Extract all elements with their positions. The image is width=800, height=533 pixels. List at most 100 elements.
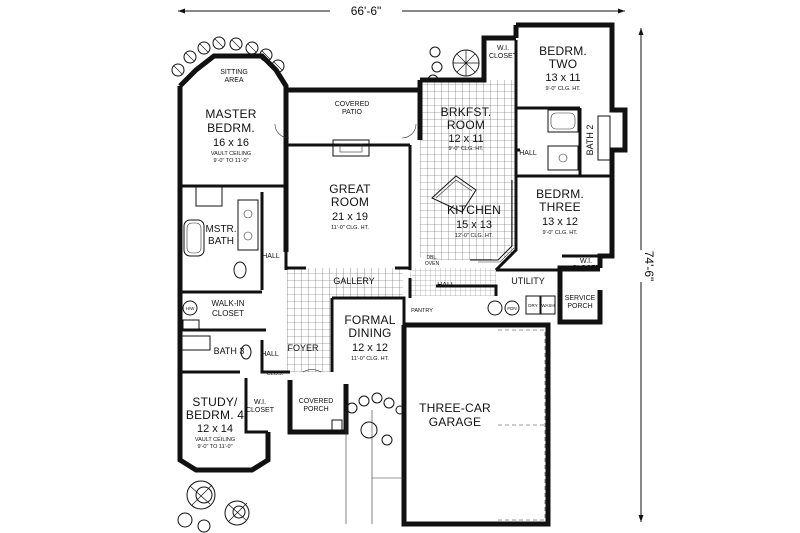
dbl-oven-label-2: OVEN — [425, 261, 440, 267]
room-foyer: FOYER — [287, 343, 319, 353]
service-porch-label-2: PORCH — [567, 303, 592, 310]
room-bath-2: BATH 2 — [585, 125, 595, 156]
room-pantry: PANTRY — [411, 308, 433, 314]
covered-patio-label-1: COVERED — [335, 101, 370, 108]
room-master-bedroom: MASTER BEDRM. 16 x 16 VAULT CEILING 9'-0… — [205, 107, 256, 164]
service-porch-label-1: SERVICE — [565, 295, 596, 302]
room-formal-dining: FORMAL DINING 12 x 12 11'-0" CLG. HT. — [344, 313, 395, 362]
room-sitting-area: SITTING AREA — [220, 69, 248, 84]
pantry-label: PANTRY — [411, 308, 433, 314]
wi-closet-top-label-2: CLOSET — [489, 53, 518, 60]
bedroom-three-note: 9'-0" CLG. HT. — [542, 230, 578, 236]
bedroom-three-dims: 13 x 12 — [542, 216, 578, 228]
porch-post-icon — [331, 419, 343, 431]
master-gn-icon — [182, 319, 200, 331]
gallery-label: GALLERY — [333, 276, 374, 286]
bath-3-label: BATH 3 — [214, 346, 245, 356]
bedroom-two-name-2: TWO — [549, 57, 578, 71]
depth-dimension: 74'-6" — [638, 28, 656, 522]
room-study: STUDY/ BEDRM. 4 12 x 14 VAULT CEILING 9'… — [186, 395, 244, 450]
room-gallery: GALLERY — [333, 276, 374, 286]
hw-icon — [487, 300, 503, 316]
study-note-2: 9'-0" TO 11'-0" — [197, 444, 232, 450]
room-hall-left: HALL — [262, 253, 280, 260]
bath3-toilet-icon — [240, 344, 252, 360]
room-covered-porch: COVERED PORCH — [299, 398, 334, 413]
room-utility: UTILITY — [511, 276, 545, 286]
bath2-vanity-icon — [547, 145, 579, 171]
walk-in-closet-label-1: WALK-IN — [211, 299, 244, 308]
study-name-1: STUDY/ — [192, 395, 238, 409]
great-room-note: 11'-0" CLG. HT. — [331, 225, 369, 231]
sitting-label-1: SITTING — [220, 69, 248, 76]
front-door-icon — [302, 369, 322, 373]
dryer-icon — [525, 295, 541, 315]
front-walk-icon — [345, 410, 373, 524]
room-wi-closet-right: W.I. CLOSET — [572, 258, 601, 272]
room-garage: THREE-CAR GARAGE — [419, 401, 491, 429]
room-laundry: DRY WASH — [528, 303, 554, 308]
study-dims: 12 x 14 — [197, 423, 233, 435]
washer-icon — [540, 295, 556, 315]
hall-right-label: HALL — [519, 150, 537, 157]
toilet-icon — [233, 261, 247, 279]
breakfast-note: 9'-0" CLG. HT. — [448, 146, 484, 152]
room-bath-3: BATH 3 — [214, 346, 245, 356]
master-bath-name-2: BATH — [208, 236, 234, 247]
kitchen-dims: 15 x 13 — [456, 219, 492, 231]
room-closet-foyer: CLOS. — [267, 371, 284, 377]
width-dimension: 66'-6" — [178, 4, 625, 18]
great-room-name-2: ROOM — [331, 195, 369, 209]
master-bedroom-name-1: MASTER — [205, 107, 256, 121]
kitchen-name: KITCHEN — [447, 203, 501, 217]
formal-dining-note: 11'-0" CLG. HT. — [351, 356, 389, 362]
room-great-room: GREAT ROOM 21 x 19 11'-0" CLG. HT. — [329, 182, 371, 231]
room-master-bath: MSTR. BATH — [205, 224, 236, 247]
wi-closet-study-label-1: W.I. — [254, 399, 266, 406]
landscaping — [171, 36, 480, 533]
great-room-dims: 21 x 19 — [332, 211, 368, 223]
closet-foyer-label: CLOS. — [267, 371, 284, 377]
bath2-sink-icon — [597, 115, 611, 161]
room-hall-right: HALL — [519, 150, 537, 157]
formal-dining-name-1: FORMAL — [344, 313, 395, 327]
kitchen-island-icon — [431, 175, 477, 213]
wi-closet-right-label-1: W.I. — [580, 258, 592, 265]
covered-porch-label-2: PORCH — [303, 406, 328, 413]
master-bedroom-dims: 16 x 16 — [213, 137, 249, 149]
covered-porch-label-1: COVERED — [299, 398, 334, 405]
room-breakfast: BRKFST. ROOM 12 x 11 9'-0" CLG. HT. — [441, 105, 492, 152]
hall-left-label: HALL — [262, 253, 280, 260]
breakfast-name-2: ROOM — [447, 118, 485, 132]
study-name-2: BEDRM. 4 — [186, 408, 244, 422]
bedroom-two-note: 9'-0" CLG. HT. — [545, 86, 581, 92]
wi-closet-right-label-2: CLOSET — [572, 265, 601, 272]
kitchen-note: 12'-0" CLG. HT. — [455, 233, 494, 239]
bedroom-two-dims: 13 x 11 — [545, 72, 580, 84]
bedroom-three-name-2: THREE — [539, 200, 581, 214]
room-fdn: FDN — [507, 306, 516, 311]
depth-dimension-label: 74'-6" — [642, 251, 656, 282]
bath-2-label: BATH 2 — [585, 125, 595, 156]
room-bedroom-three: BEDRM. THREE 13 x 12 9'-0" CLG. HT. — [536, 187, 584, 236]
formal-dining-dims: 12 x 12 — [352, 342, 388, 354]
interior-walls — [180, 40, 612, 434]
room-wi-closet-study: W.I. CLOSET — [246, 399, 275, 414]
room-bedroom-two: BEDRM. TWO 13 x 11 9'-0" CLG. HT. — [539, 44, 587, 92]
bath2-tub-icon — [547, 109, 579, 133]
master-bath-name-1: MSTR. — [205, 224, 236, 235]
bedroom-three-name-1: BEDRM. — [536, 187, 584, 201]
master-bedroom-note-2: 9'-0" TO 11'-0" — [213, 158, 248, 164]
room-service-porch: SERVICE PORCH — [565, 295, 596, 310]
dbl-oven-label-1: DBL. — [426, 255, 437, 261]
hall-mid-label: HALL — [437, 282, 455, 289]
room-kitchen: KITCHEN 15 x 13 12'-0" CLG. HT. — [447, 203, 501, 239]
room-walk-in-closet: WALK-IN CLOSET — [211, 299, 244, 318]
breakfast-dims: 12 x 11 — [448, 133, 483, 145]
bath3-tub-icon — [181, 335, 211, 351]
foyer-label: FOYER — [287, 343, 319, 353]
walk-in-closet-label-2: CLOSET — [212, 309, 244, 318]
front-planting-icon — [346, 392, 405, 446]
breakfast-name-1: BRKFST. — [441, 105, 492, 119]
